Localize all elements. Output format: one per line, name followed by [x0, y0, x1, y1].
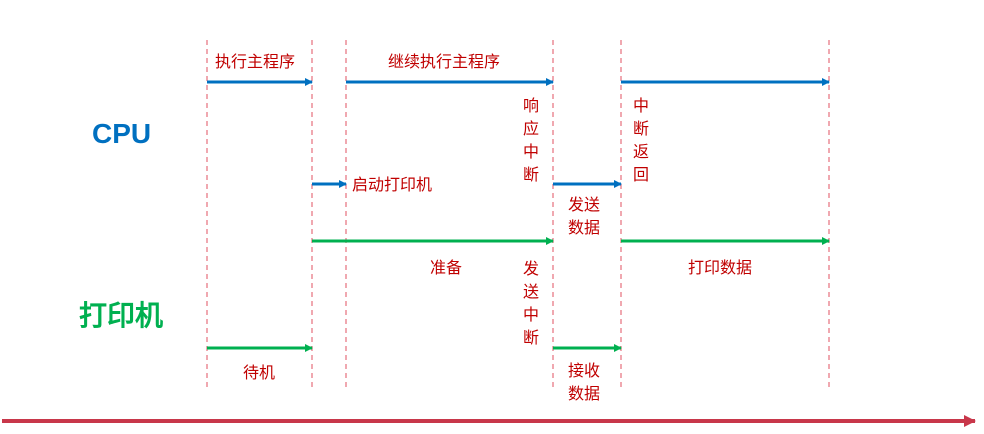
- label-start-printer: 启动打印机: [352, 175, 433, 194]
- label-interrupt-return: 中断返回: [633, 96, 650, 184]
- label-send-data: 发送数据: [568, 195, 601, 237]
- label-standby: 待机: [243, 363, 276, 382]
- label-exec-main: 执行主程序: [215, 52, 296, 71]
- time-dividers: [206, 40, 830, 388]
- label-continue-main: 继续执行主程序: [388, 52, 501, 71]
- label-respond-interrupt: 响应中断: [523, 96, 540, 184]
- label-prepare: 准备: [430, 258, 463, 277]
- cpu-row-label: CPU: [92, 118, 152, 149]
- label-send-interrupt: 发送中断: [523, 259, 540, 347]
- printer-row-label: 打印机: [79, 300, 164, 331]
- label-receive-data: 接收数据: [568, 361, 601, 403]
- label-print-data: 打印数据: [688, 258, 753, 277]
